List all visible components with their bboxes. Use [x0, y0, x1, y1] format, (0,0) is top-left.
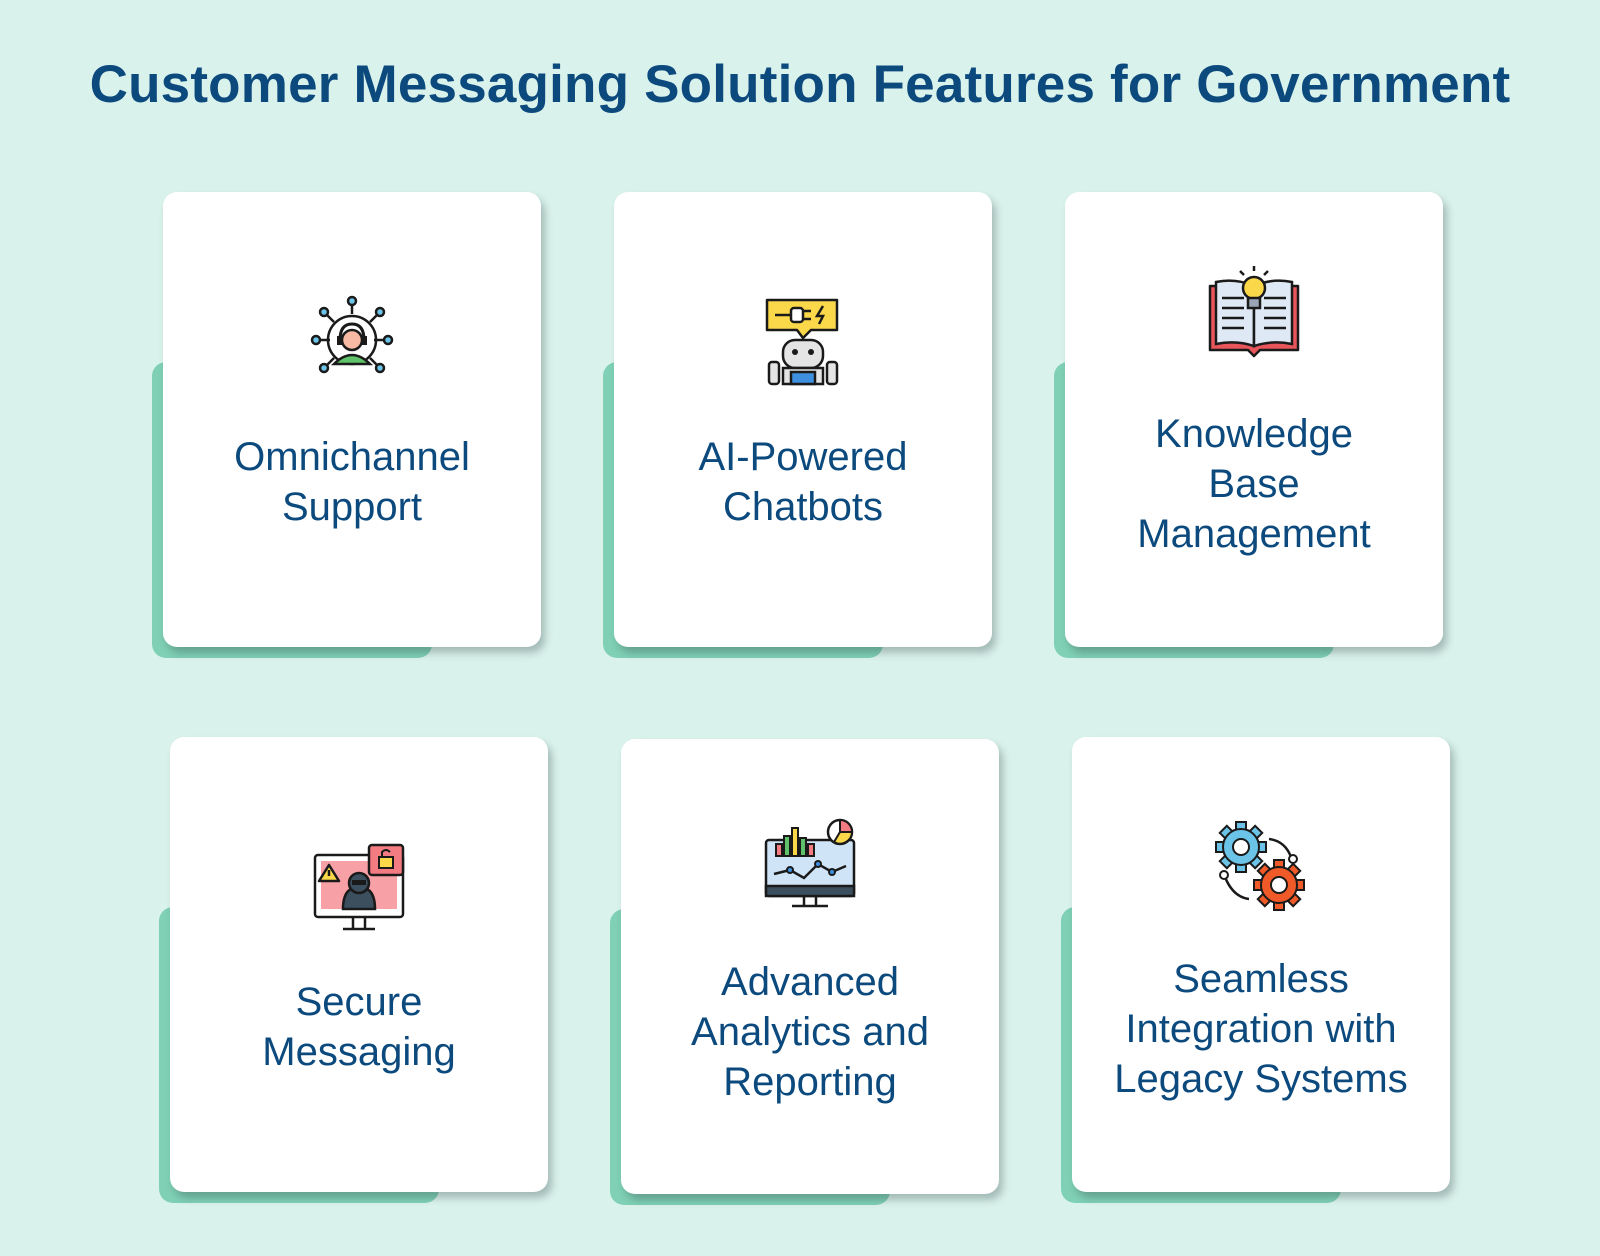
- feature-card-secure-messaging: Secure Messaging: [159, 737, 548, 1203]
- feature-label: Knowledge Base Management: [1085, 409, 1423, 559]
- feature-label: Secure Messaging: [190, 977, 528, 1077]
- feature-label-line: Legacy Systems: [1114, 1057, 1408, 1101]
- card-body: Seamless Integration with Legacy Systems: [1072, 737, 1450, 1192]
- feature-label: Omnichannel Support: [183, 432, 521, 532]
- feature-label-line: Knowledge: [1155, 412, 1353, 456]
- feature-card-analytics: Advanced Analytics and Reporting: [610, 739, 999, 1205]
- feature-label-line: Integration with: [1125, 1007, 1397, 1051]
- analytics-monitor-icon: [760, 814, 860, 914]
- feature-label-line: Analytics and: [691, 1010, 929, 1054]
- card-body: Omnichannel Support: [163, 192, 541, 647]
- feature-label-line: Support: [281, 485, 423, 529]
- feature-label-line: Management: [1137, 512, 1371, 556]
- headset-network-icon: [302, 292, 402, 392]
- feature-label-line: Reporting: [723, 1060, 897, 1104]
- feature-label: AI-Powered Chatbots: [634, 432, 972, 532]
- feature-label-line: AI-Powered: [698, 435, 908, 479]
- feature-label-line: Base: [1208, 462, 1300, 506]
- feature-label-line: Chatbots: [722, 485, 884, 529]
- feature-label-line: Advanced: [721, 960, 899, 1004]
- feature-label: Advanced Analytics and Reporting: [641, 957, 979, 1107]
- chatbot-icon: [753, 292, 853, 392]
- feature-card-omnichannel: Omnichannel Support: [152, 192, 541, 658]
- hacker-monitor-icon: [309, 837, 409, 937]
- page-title: Customer Messaging Solution Features for…: [89, 55, 1511, 114]
- feature-card-integration: Seamless Integration with Legacy Systems: [1061, 737, 1450, 1203]
- feature-label-line: Omnichannel: [234, 435, 470, 479]
- feature-card-chatbots: AI-Powered Chatbots: [603, 192, 992, 658]
- card-body: AI-Powered Chatbots: [614, 192, 992, 647]
- card-body: Secure Messaging: [170, 737, 548, 1192]
- feature-label-line: Messaging: [262, 1030, 456, 1074]
- feature-label-line: Seamless: [1173, 957, 1349, 1001]
- card-body: Advanced Analytics and Reporting: [621, 739, 999, 1194]
- feature-card-knowledge-base: Knowledge Base Management: [1054, 192, 1443, 658]
- card-body: Knowledge Base Management: [1065, 192, 1443, 647]
- gears-icon: [1211, 815, 1311, 915]
- book-lightbulb-icon: [1204, 264, 1304, 364]
- feature-label: Seamless Integration with Legacy Systems: [1092, 954, 1430, 1104]
- feature-label-line: Secure: [295, 980, 423, 1024]
